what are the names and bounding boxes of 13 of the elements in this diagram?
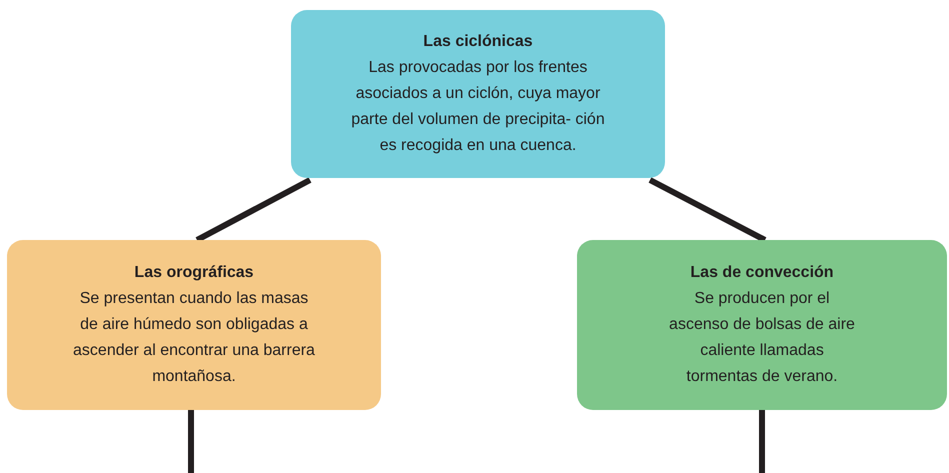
category-box <box>7 240 381 410</box>
box-description: Las provocadas por los frentes asociados a un ciclón, cuya mayor parte del volumen de precipita- ción es recogida en una cuenca. <box>350 58 606 156</box>
connector-line <box>196 177 312 243</box>
box-heading: Las de convección <box>690 263 834 283</box>
connector-line <box>188 410 194 473</box>
connector-line <box>648 177 766 243</box>
box-heading: Las ciclónicas <box>423 32 533 52</box>
box-description: Se producen por el ascenso de bolsas de aire caliente llamadas tormentas de verano. <box>668 289 856 387</box>
connector-line <box>759 410 765 473</box>
box-description: Se presentan cuando las masas de aire húmedo son obligadas a ascender al encontrar una barrera montañosa. <box>72 289 316 387</box>
box-heading: Las orográficas <box>134 263 254 283</box>
category-box <box>577 240 947 410</box>
category-box <box>291 10 665 178</box>
